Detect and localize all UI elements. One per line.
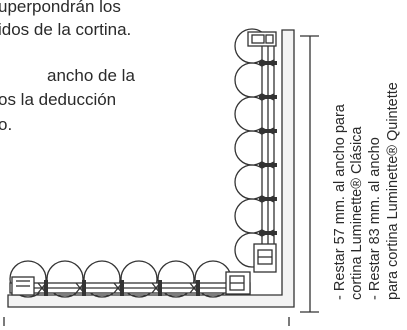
corner-wall [7, 29, 295, 308]
vertical-head-rail [247, 31, 277, 273]
deduction-note-line-1: - Restar 57 mm. al ancho para [332, 104, 348, 300]
deduction-note-line-4: para cortina Luminette® Quintette [385, 82, 401, 300]
instruction-line-4: os la deducción [0, 90, 117, 109]
deduction-note-line-3: - Restar 83 mm. al ancho [367, 137, 383, 300]
instruction-line-2: idos de la cortina. [0, 20, 132, 39]
instruction-line-3: ancho de la [47, 66, 135, 85]
measurement-lines [3, 35, 319, 326]
deduction-note-line-2: cortina Luminette® Clásica [349, 126, 365, 300]
horizontal-head-rail [9, 271, 251, 296]
instruction-line-1: uperpondrán los [0, 0, 121, 16]
instruction-line-5: o. [0, 115, 13, 134]
